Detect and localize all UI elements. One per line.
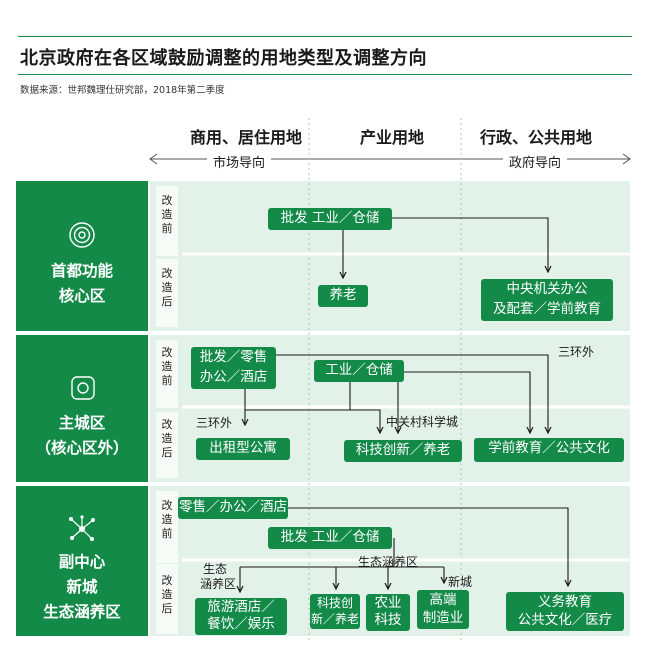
phase-text: 改造后 bbox=[156, 418, 178, 460]
section2-sidebar: 主城区 （核心区外） bbox=[16, 335, 148, 482]
section2-after-label: 改造后 bbox=[156, 412, 178, 478]
s2-third-ring-note-left: 三环外 bbox=[196, 416, 233, 430]
phase-text: 改造前 bbox=[156, 194, 178, 236]
section3-name-line3: 生态涵养区 bbox=[43, 603, 121, 621]
s3-eco-note-mid: 生态涵养区 bbox=[358, 555, 419, 569]
s2-after-education-culture-box: 学前教育／公共文化 bbox=[474, 438, 624, 462]
phase-char: 改 bbox=[161, 418, 173, 431]
box-line: 批发／零售 bbox=[199, 349, 268, 365]
phase-char: 造 bbox=[161, 281, 173, 294]
column-header-industrial: 产业用地 bbox=[359, 128, 424, 147]
phase-char: 后 bbox=[161, 446, 173, 459]
box-line: 公共文化／医疗 bbox=[517, 612, 613, 628]
s3-before-wholesale-industrial-box: 批发 工业／仓储 bbox=[268, 527, 392, 549]
box-line: 农业 bbox=[374, 595, 402, 611]
section2-before-label: 改造前 bbox=[156, 340, 178, 408]
phase-text: 改造前 bbox=[156, 346, 178, 388]
top-rule bbox=[18, 36, 632, 37]
section3-before-label: 改造前 bbox=[156, 491, 178, 563]
s2-before-retail-office-box: 批发／零售 办公／酒店 bbox=[191, 347, 276, 389]
s1-after-elderly-care-box: 养老 bbox=[318, 285, 368, 307]
phase-char: 造 bbox=[161, 208, 173, 221]
s3-after-tourism-box: 旅游酒店／ 餐饮／娱乐 bbox=[195, 598, 287, 635]
s3-after-tech-elderly-box: 科技创 新／养老 bbox=[310, 594, 360, 629]
section1-sidebar: 首都功能 核心区 bbox=[16, 181, 148, 331]
page-title: 北京政府在各区域鼓励调整的用地类型及调整方向 bbox=[20, 48, 427, 69]
s3-eco-note-left: 生态 涵养区 bbox=[200, 562, 236, 592]
phase-char: 前 bbox=[161, 374, 173, 387]
phase-char: 造 bbox=[161, 432, 173, 445]
s2-zgc-note: 中关村科学城 bbox=[386, 415, 459, 429]
phase-char: 造 bbox=[161, 513, 173, 526]
s3-after-education-medical-box: 义务教育 公共文化／医疗 bbox=[506, 592, 624, 631]
source-note: 数据来源：世邦魏理仕研究部，2018年第二季度 bbox=[20, 85, 225, 96]
column-header-administrative-public: 行政、公共用地 bbox=[479, 128, 592, 147]
box-line: 及配套／学前教育 bbox=[493, 301, 601, 317]
s3-after-agritech-box: 农业 科技 bbox=[366, 594, 410, 631]
s2-after-tech-elderly-box: 科技创新／养老 bbox=[344, 440, 462, 462]
box-line: 科技创 bbox=[316, 596, 353, 610]
phase-char: 造 bbox=[161, 360, 173, 373]
section3-sidebar: 副中心 新城 生态涵养区 bbox=[16, 486, 148, 636]
phase-char: 改 bbox=[161, 267, 173, 280]
section1-after-label: 改造后 bbox=[156, 259, 178, 327]
s3-after-manufacturing-box: 高端 制造业 bbox=[417, 590, 469, 629]
section2-name-line2: （核心区外） bbox=[35, 439, 129, 457]
phase-char: 前 bbox=[161, 527, 173, 540]
box-line: 制造业 bbox=[422, 610, 464, 626]
s2-after-rental-apartment-box: 出租型公寓 bbox=[196, 438, 290, 460]
box-line: 旅游酒店／ bbox=[207, 599, 275, 615]
note-line: 生态 bbox=[203, 562, 228, 576]
target-icon bbox=[69, 222, 95, 248]
s3-newcity-note: 新城 bbox=[448, 575, 473, 589]
box-line: 高端 bbox=[429, 592, 457, 608]
axis-label-government: 政府导向 bbox=[503, 152, 568, 171]
box-line: 中央机关办公 bbox=[506, 281, 588, 297]
s1-before-wholesale-industrial-box: 批发 工业／仓储 bbox=[268, 208, 392, 230]
column-header-commercial-residential: 商用、居住用地 bbox=[189, 128, 302, 147]
section1-before-label: 改造前 bbox=[156, 186, 178, 256]
s3-before-retail-office-box: 零售／办公／酒店 bbox=[178, 497, 288, 519]
axis-label-market: 市场导向 bbox=[207, 152, 272, 171]
phase-char: 后 bbox=[161, 295, 173, 308]
phase-char: 后 bbox=[161, 602, 173, 615]
phase-char: 改 bbox=[161, 194, 173, 207]
phase-char: 改 bbox=[161, 574, 173, 587]
phase-text: 改造前 bbox=[156, 499, 178, 541]
section3-name-line2: 新城 bbox=[66, 578, 98, 596]
section3-after-label: 改造后 bbox=[156, 564, 178, 634]
phase-char: 前 bbox=[161, 222, 173, 235]
section1-name-line1: 首都功能 bbox=[50, 262, 113, 280]
section1-name-line2: 核心区 bbox=[58, 287, 106, 305]
network-icon bbox=[69, 515, 95, 541]
box-line: 义务教育 bbox=[538, 594, 592, 610]
note-line: 涵养区 bbox=[200, 577, 237, 591]
s1-after-central-office-box: 中央机关办公 及配套／学前教育 bbox=[481, 279, 613, 321]
box-line: 餐饮／娱乐 bbox=[207, 616, 275, 632]
box-line: 办公／酒店 bbox=[199, 369, 268, 385]
phase-text: 改造后 bbox=[156, 574, 178, 616]
phase-char: 改 bbox=[161, 499, 173, 512]
s2-third-ring-note-right: 三环外 bbox=[558, 345, 595, 359]
phase-char: 造 bbox=[161, 588, 173, 601]
section2-name-line1: 主城区 bbox=[58, 414, 106, 432]
phase-char: 改 bbox=[161, 346, 173, 359]
s2-before-industrial-box: 工业／仓储 bbox=[314, 360, 404, 382]
title-rule bbox=[18, 74, 632, 75]
box-line: 新／养老 bbox=[310, 612, 359, 626]
box-line: 科技 bbox=[374, 612, 402, 628]
phase-text: 改造后 bbox=[156, 267, 178, 309]
circle-square-icon bbox=[71, 376, 95, 400]
section3-name-line1: 副中心 bbox=[58, 553, 106, 571]
